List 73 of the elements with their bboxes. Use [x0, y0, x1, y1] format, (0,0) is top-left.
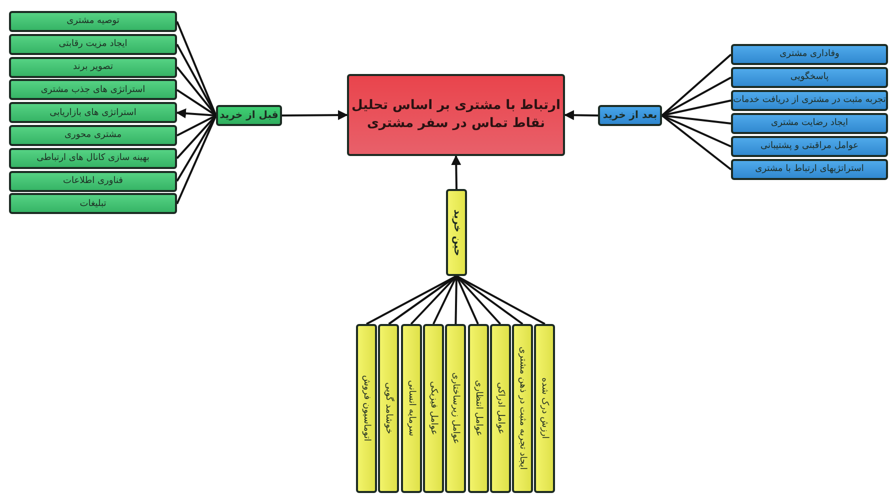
- connector-line: [661, 114, 732, 170]
- box-label: ایجاد تجربه مثبت در ذهن مشتری: [517, 346, 528, 472]
- box-label: توصیه مشتری: [66, 16, 120, 27]
- factor-box: [9, 56, 177, 78]
- stage-box: [446, 189, 467, 276]
- box-label: ارزش درک شده: [540, 376, 550, 442]
- arrow: [282, 110, 348, 120]
- factor-box: [9, 193, 177, 214]
- connector-line: [454, 276, 458, 324]
- stage-box: [598, 105, 662, 126]
- box-label: استراتژی های بازاریابی: [50, 108, 136, 118]
- box-label: حین خرید: [450, 208, 462, 258]
- factor-box: [9, 102, 177, 124]
- box-label: عوامل انتظاری: [472, 379, 484, 439]
- factor-box: [9, 148, 177, 169]
- factor-box: [731, 159, 888, 180]
- connector-line: [661, 54, 732, 116]
- box-label: استراتژیهای ارتباط با مشتری: [755, 164, 864, 175]
- factor-box: [468, 324, 488, 493]
- topic-box: [347, 74, 565, 156]
- connector-line: [176, 115, 217, 204]
- box-label: استراتژی های جذب مشتری: [40, 84, 146, 96]
- box-label: عوامل زیرساختاری: [450, 372, 461, 446]
- box-label: پاسخگویی: [790, 72, 829, 83]
- factor-box: [445, 324, 466, 493]
- box-label: قبل از خرید: [220, 110, 278, 122]
- box-label: سرمایه انسانی: [406, 379, 416, 439]
- box-label: بهینه سازی کانال های ارتباطی: [36, 153, 150, 164]
- box-label: ایجاد رضایت مشتری: [771, 118, 848, 129]
- box-label: بعد از خرید: [602, 110, 658, 122]
- arrow: [176, 108, 216, 118]
- box-label: ایجاد مزیت رقابتی: [58, 39, 128, 50]
- arrow: [564, 110, 598, 120]
- factor-box: [9, 170, 177, 192]
- connector-line: [388, 275, 458, 325]
- box-label: وفاداری مشتری: [780, 49, 840, 60]
- box-label: فناوری اطلاعات: [63, 176, 123, 186]
- factor-box: [731, 44, 888, 65]
- connector-line: [176, 114, 216, 136]
- box-label: تبلیغات: [80, 198, 106, 210]
- topic-label: ارتباط با مشتری بر اساس تحلیل نقاط تماس در سفر مشتری: [351, 96, 561, 133]
- factor-box: [534, 324, 556, 493]
- factor-box: [731, 136, 888, 157]
- factor-box: [9, 125, 177, 146]
- box-label: عوامل ادراکی: [495, 381, 506, 437]
- box-label: عوامل فیزیکی: [428, 380, 439, 438]
- stage-box: [216, 105, 282, 126]
- connector-line: [176, 89, 217, 116]
- box-label: مشتری محوری: [64, 130, 122, 141]
- connector-line: [432, 276, 458, 324]
- box-label: عوامل مراقبتی و پشتیبانی: [760, 141, 859, 152]
- factor-box: [400, 324, 422, 493]
- factor-box: [9, 79, 177, 100]
- factor-box: [731, 67, 888, 88]
- connector-line: [662, 114, 732, 124]
- arrow: [451, 155, 462, 190]
- box-label: تجربه مثبت در مشتری از دریافت خدمات: [733, 95, 886, 106]
- factor-box: [490, 324, 511, 493]
- factor-box: [731, 90, 888, 111]
- factor-box: [9, 11, 177, 32]
- factor-box: [731, 113, 888, 134]
- connector-line: [456, 275, 546, 325]
- factor-box: [378, 324, 400, 493]
- factor-box: [356, 324, 377, 493]
- box-label: اتوماسیون فروش: [361, 374, 372, 444]
- factor-box: [9, 34, 177, 55]
- connector-line: [366, 275, 457, 325]
- factor-box: [422, 324, 444, 493]
- factor-box: [512, 324, 534, 493]
- connector-line: [456, 276, 479, 324]
- box-label: خوشامد گویی: [384, 382, 394, 436]
- box-label: تصویر برند: [73, 62, 113, 72]
- connector-line: [176, 114, 217, 159]
